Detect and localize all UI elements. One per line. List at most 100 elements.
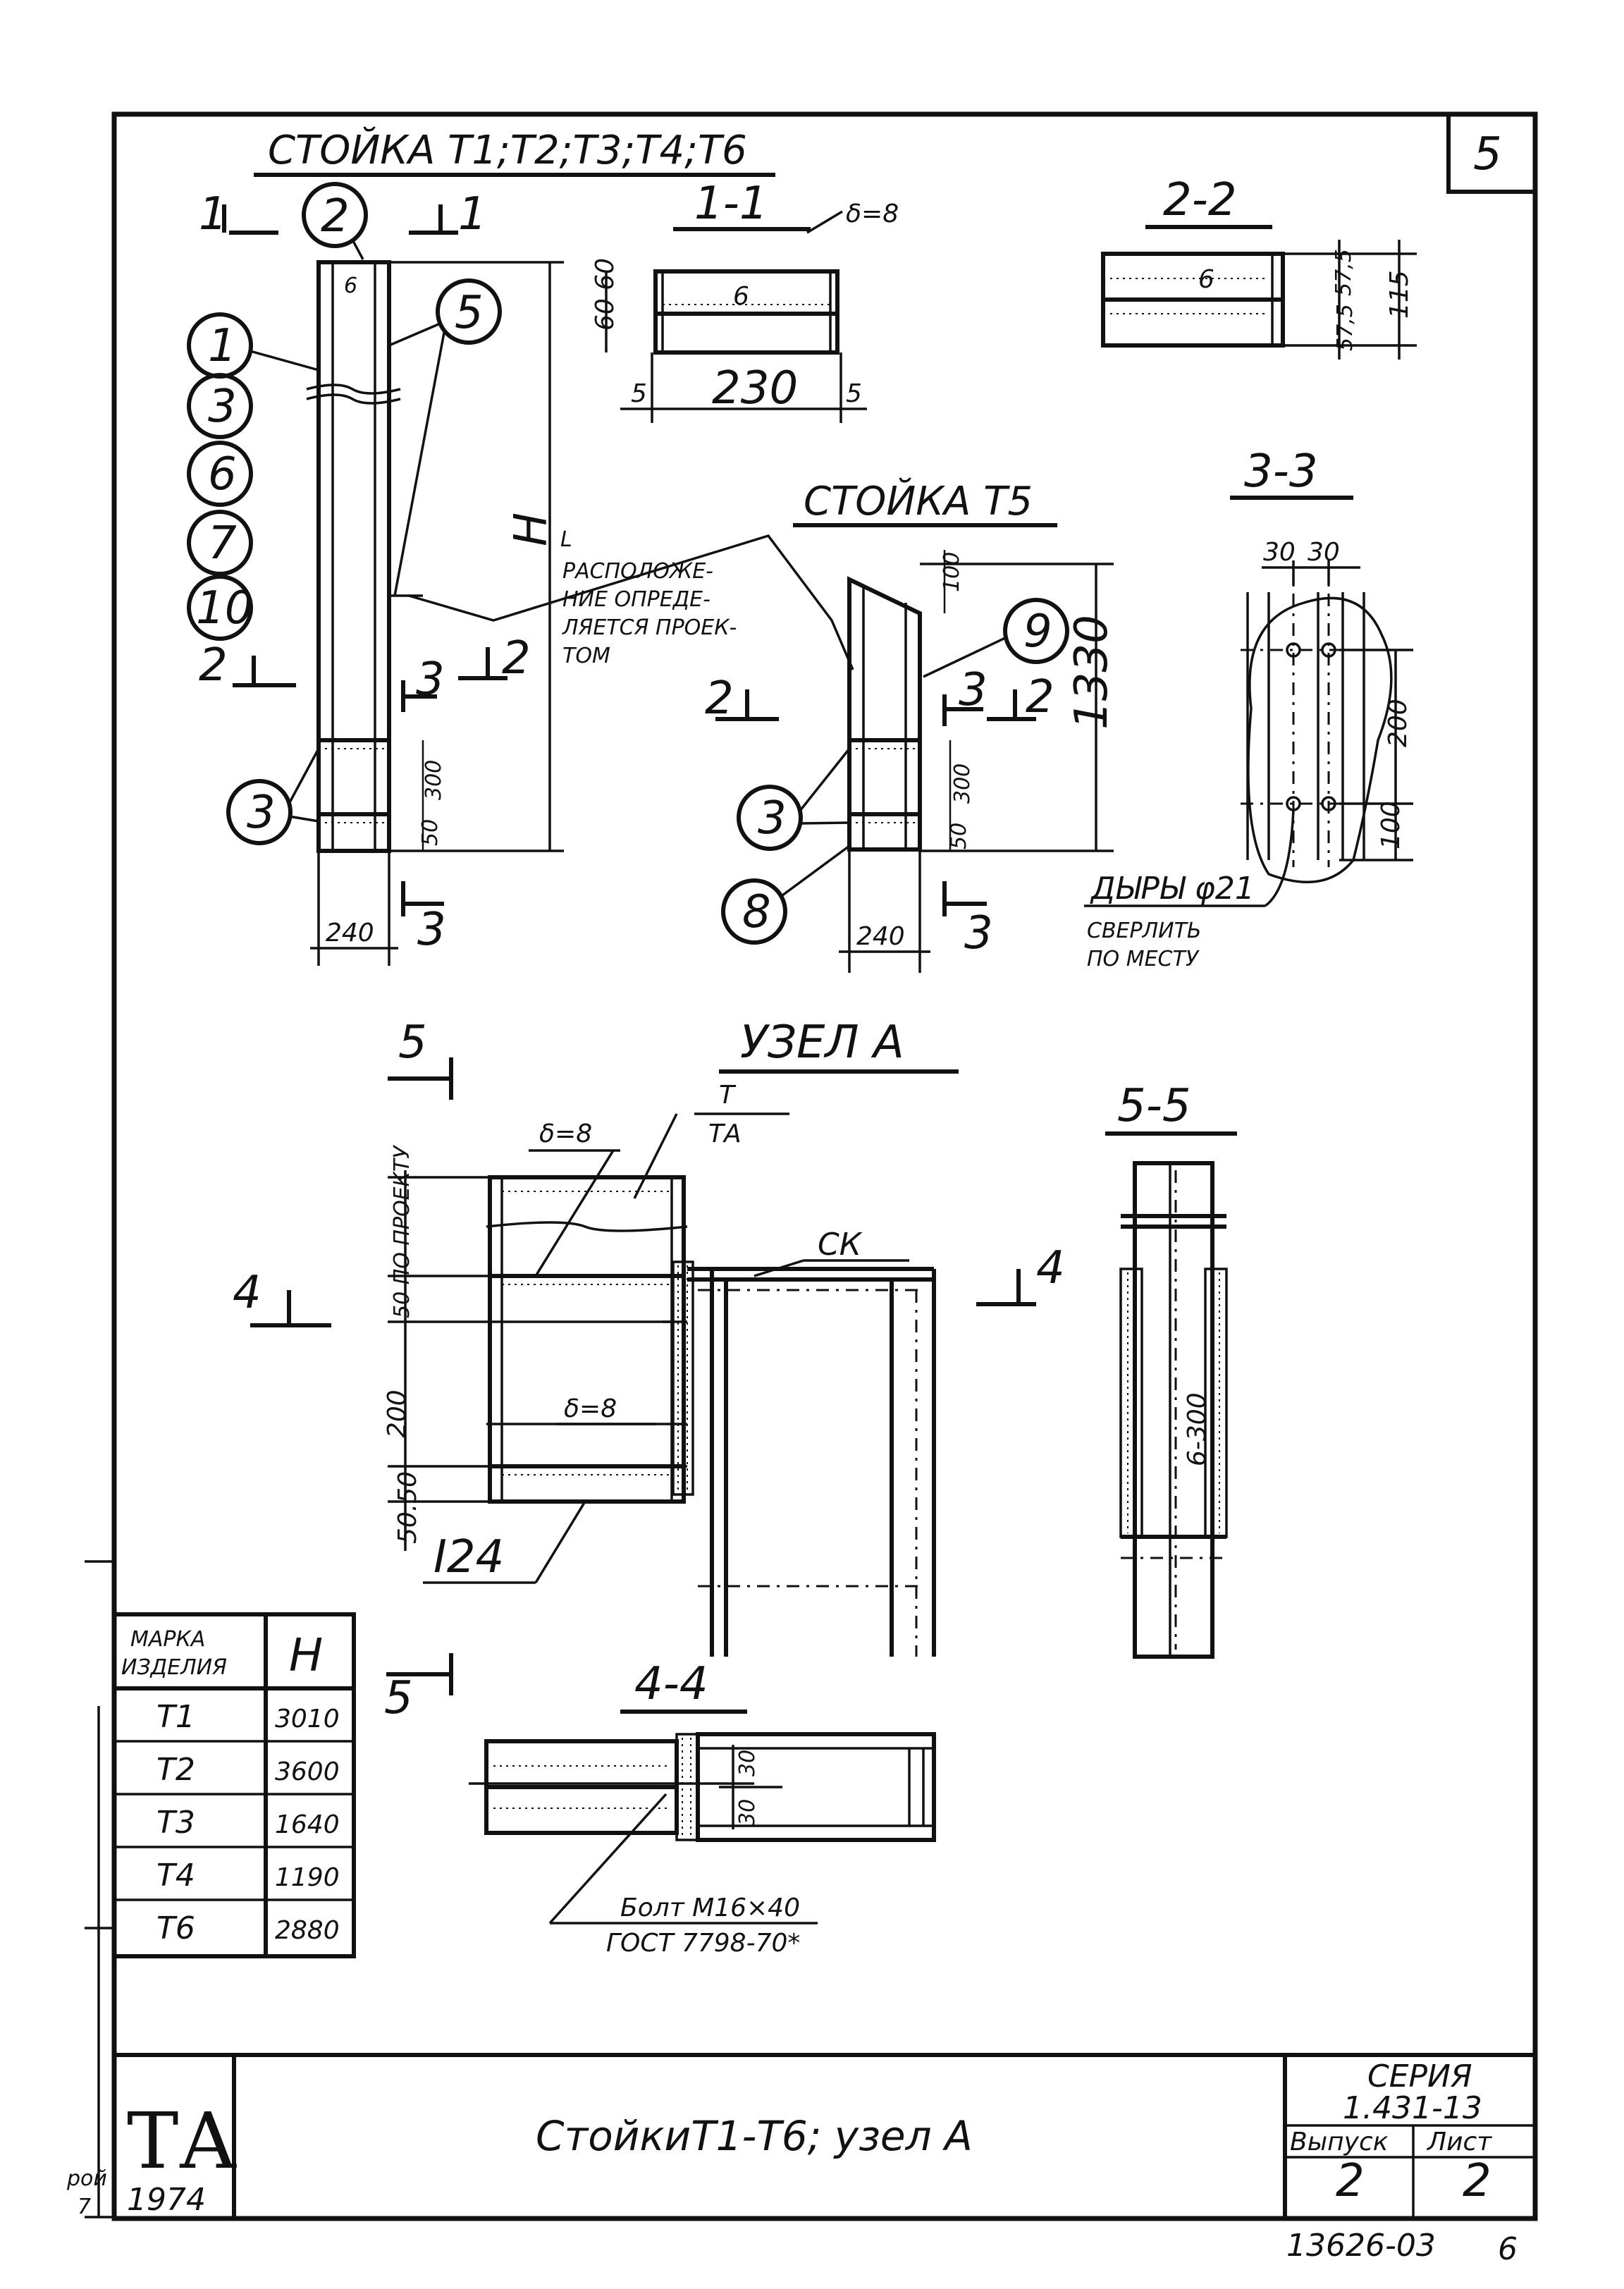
t1-dim-300: 300: [422, 760, 446, 800]
node-a-thickness-mid: δ=8: [564, 1394, 617, 1423]
marks-row-1-h: 3010: [275, 1705, 340, 1733]
callout-1: 1: [187, 312, 253, 379]
node-a-cut-4-left: 4: [233, 1267, 262, 1319]
callout-3-t5: 3: [737, 785, 803, 851]
node-a-dim-50-50: 50.50: [393, 1471, 422, 1544]
node-a-dim-200: 200: [383, 1389, 412, 1438]
cut-2-left: 2: [199, 639, 228, 692]
dim-h: H: [505, 513, 558, 546]
section-2-2: 2-2 6 57,5 57,5 115: [1101, 174, 1417, 360]
section-1-1: 1-1 δ=8 6 5 230 5 60 60: [591, 178, 899, 423]
t5-cut-2-right: 2: [1026, 671, 1054, 723]
callout-6: 6: [187, 441, 253, 507]
sheet-label: Лист: [1426, 2128, 1492, 2156]
marks-table-header-h: H: [289, 1630, 323, 1682]
section-3-3-dim-b: 30: [1308, 538, 1340, 567]
marks-row-3-h: 1640: [275, 1810, 340, 1839]
svg-text:3: 3: [247, 787, 276, 839]
node-a-cut-5-bottom: 5: [384, 1672, 413, 1724]
section-3-3-dim-100: 100: [1377, 801, 1405, 849]
cut-3-upper: 3: [416, 653, 445, 706]
section-3-3: 3-3 30 30 200 100 ДЫРЫ φ21 СВЕРЛИТЬ ПО М…: [1084, 446, 1413, 971]
svg-text:1: 1: [208, 320, 237, 372]
placement-note-1: РАСПОЛОЖЕ-: [562, 559, 713, 584]
placement-note-4: ТОМ: [562, 644, 610, 668]
t5-cut-3-lower: 3: [964, 907, 993, 959]
section-3-3-title: 3-3: [1244, 446, 1318, 498]
t1-dim-240: 240: [326, 919, 374, 947]
callout-10: 10: [187, 575, 253, 641]
t1-dim-50: 50: [418, 819, 443, 846]
marks-row-3-mark: Т3: [156, 1805, 195, 1841]
svg-text:2: 2: [321, 190, 350, 243]
section-3-3-dim-200: 200: [1384, 699, 1413, 747]
node-a-title: УЗЕЛ А: [740, 1017, 904, 1069]
section-4-4-dim-a: 30: [735, 1750, 760, 1776]
placement-note-2: НИЕ ОПРЕДЕ-: [562, 587, 710, 612]
stand-t5-title: СТОЙКА Т5: [804, 479, 1033, 524]
stand-t1-title: СТОЙКА Т1;Т2;Т3;Т4;Т6: [268, 128, 747, 173]
drawing-title: СтойкиТ1-Т6; узел А: [536, 2112, 973, 2160]
section-5-5: 5-5 6-300: [1105, 1080, 1237, 1659]
section-4-4-title: 4-4: [634, 1658, 708, 1710]
sheet-number-box: [1446, 112, 1537, 194]
callout-5: 3: [187, 373, 253, 439]
marks-table: МАРКА ИЗДЕЛИЯ H Т1 3010 Т2 3600 Т3 1640 …: [112, 1612, 356, 1958]
series-value: 1.431-13: [1343, 2090, 1482, 2126]
sheet-value: 2: [1463, 2155, 1491, 2207]
t1-top-plate-dim: 6: [344, 274, 357, 298]
marks-row-5-mark: Т6: [156, 1910, 195, 1946]
left-margin-note-2: 7: [78, 2195, 91, 2219]
title-block: ТА 1974 СтойкиТ1-Т6; узел А СЕРИЯ 1.431-…: [66, 2053, 1535, 2267]
node-a-cut-5-top: 5: [398, 1017, 427, 1069]
holes-note: ДЫРЫ φ21: [1090, 871, 1255, 907]
drill-note-2: ПО МЕСТУ: [1087, 947, 1200, 971]
leader-l: L: [560, 527, 572, 552]
marks-table-header-mark-1: МАРКА: [130, 1627, 205, 1652]
section-1-1-dim-width: 230: [712, 362, 798, 415]
doc-number: 13626-03: [1286, 2228, 1436, 2264]
section-2-2-dim-b: 57,5: [1333, 304, 1358, 351]
callout-7: 7: [187, 510, 253, 576]
marks-row-4-mark: Т4: [156, 1858, 195, 1894]
callout-9: 9: [1003, 598, 1069, 664]
callout-2: 2: [302, 182, 368, 248]
t5-dim-300: 300: [950, 763, 975, 804]
bolt-note: Болт М16×40: [620, 1894, 800, 1922]
marks-table-header-mark-2: ИЗДЕЛИЯ: [121, 1655, 227, 1680]
svg-text:3: 3: [758, 792, 787, 845]
section-3-3-dim-a: 30: [1263, 538, 1296, 567]
section-2-2-title: 2-2: [1163, 174, 1237, 226]
svg-text:6: 6: [208, 448, 237, 501]
section-5-5-title: 5-5: [1117, 1080, 1191, 1132]
marks-row-4-h: 1190: [275, 1863, 340, 1892]
section-1-1-dim-left: 5: [631, 379, 647, 408]
cut-3-lower: 3: [417, 904, 446, 956]
sheet-number: 5: [1473, 128, 1502, 180]
ta-logo: ТА: [127, 2096, 238, 2186]
node-a-profile: I24: [433, 1531, 504, 1583]
node-a-cut-4-right: 4: [1036, 1242, 1065, 1294]
stand-t5-view: СТОЙКА Т5 1330 100 300 50 240 2 2 3: [705, 479, 1118, 973]
cut-2-right: 2: [502, 632, 531, 685]
section-1-1-title: 1-1: [694, 178, 768, 230]
svg-text:10: 10: [196, 582, 253, 634]
section-1-1-dim-right: 5: [846, 379, 862, 408]
svg-text:ТА: ТА: [127, 2096, 238, 2186]
t5-cut-3-upper: 3: [959, 664, 988, 716]
node-a-label-ta: ТА: [708, 1119, 742, 1148]
section-4-4: 4-4 30 30 Болт М16×40 ГОСТ 7798-70*: [469, 1658, 936, 1958]
section-2-2-dim-total: 115: [1385, 270, 1414, 319]
gost-note: ГОСТ 7798-70*: [606, 1929, 800, 1958]
svg-text:8: 8: [742, 886, 771, 938]
issue-value: 2: [1336, 2155, 1365, 2207]
section-2-2-dim-a: 57,5: [1331, 249, 1356, 296]
node-a-thickness-top: δ=8: [539, 1119, 592, 1148]
marks-row-2-h: 3600: [275, 1757, 340, 1786]
left-margin-note-1: рой: [66, 2166, 107, 2191]
svg-text:9: 9: [1023, 606, 1052, 658]
cut-1-right: 1: [458, 188, 487, 240]
drawing-frame: [111, 111, 1538, 2221]
node-a-label-ck: СК: [818, 1227, 863, 1263]
